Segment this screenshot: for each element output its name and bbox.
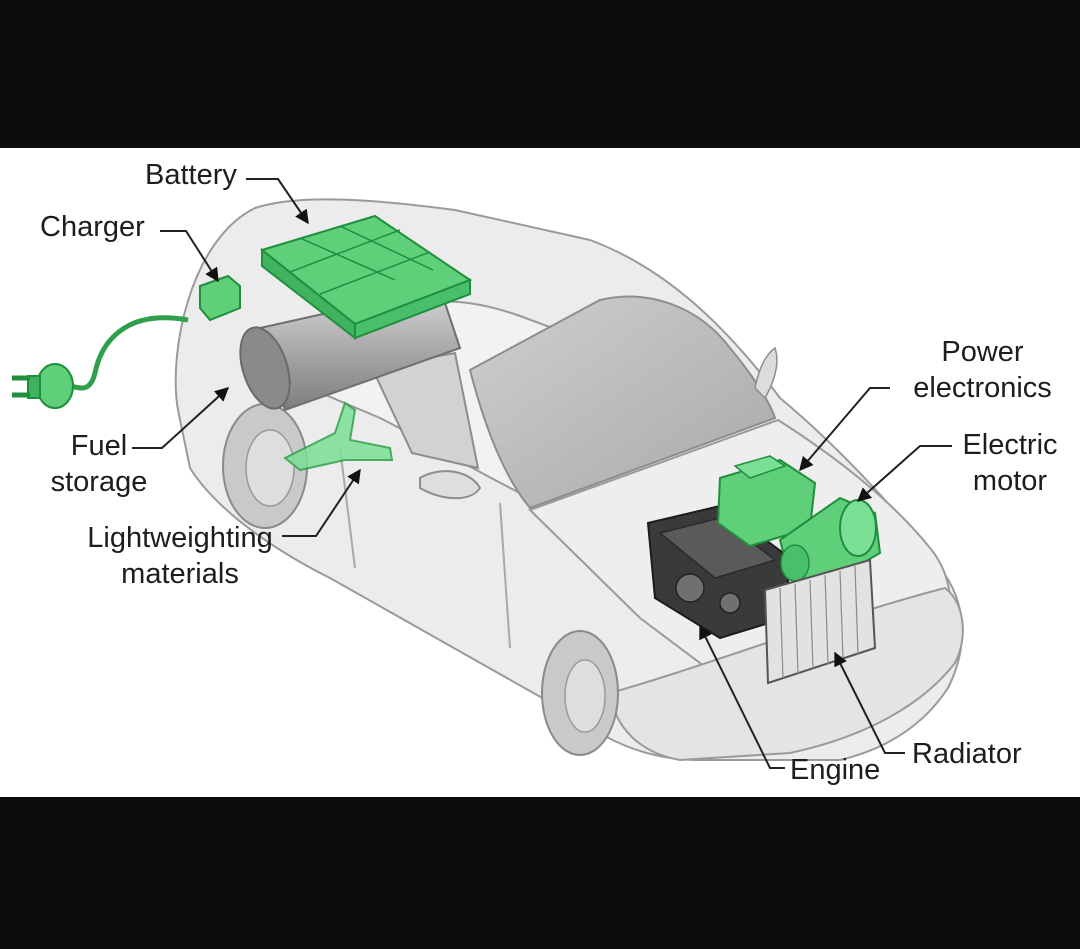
label-electric-motor: Electric motor xyxy=(962,429,1058,497)
leader-electric-motor xyxy=(856,445,952,502)
diagram-panel: Battery Charger Fuel storage Lightweight… xyxy=(0,148,1080,797)
front-wheel xyxy=(541,630,619,756)
leader-power-electronics xyxy=(799,387,890,472)
plug-icon xyxy=(12,315,189,409)
label-fuel-storage: Fuel storage xyxy=(50,430,148,498)
label-radiator: Radiator xyxy=(912,738,1022,770)
lightweighting-part xyxy=(283,401,394,472)
leader-engine xyxy=(699,624,785,769)
label-engine: Engine xyxy=(790,754,881,786)
leader-fuel-storage xyxy=(132,387,230,449)
charger-unit xyxy=(199,274,241,322)
leader-charger xyxy=(160,230,219,283)
car-antenna xyxy=(754,346,778,400)
fuel-storage-tank xyxy=(239,286,462,412)
radiator-unit xyxy=(763,558,877,685)
car-mirror xyxy=(419,470,482,500)
battery-pack xyxy=(259,214,473,341)
letterbox-top xyxy=(0,0,1080,148)
label-charger: Charger xyxy=(40,211,145,243)
leader-radiator xyxy=(834,651,905,754)
leader-lines xyxy=(132,178,952,769)
label-lightweighting-materials: Lightweighting materials xyxy=(87,522,273,590)
leader-battery xyxy=(246,178,309,225)
vehicle-diagram xyxy=(12,178,964,769)
label-battery: Battery xyxy=(145,159,237,191)
leader-lightweighting xyxy=(282,468,361,537)
letterbox-bottom xyxy=(0,797,1080,949)
label-power-electronics: Power electronics xyxy=(913,336,1052,404)
